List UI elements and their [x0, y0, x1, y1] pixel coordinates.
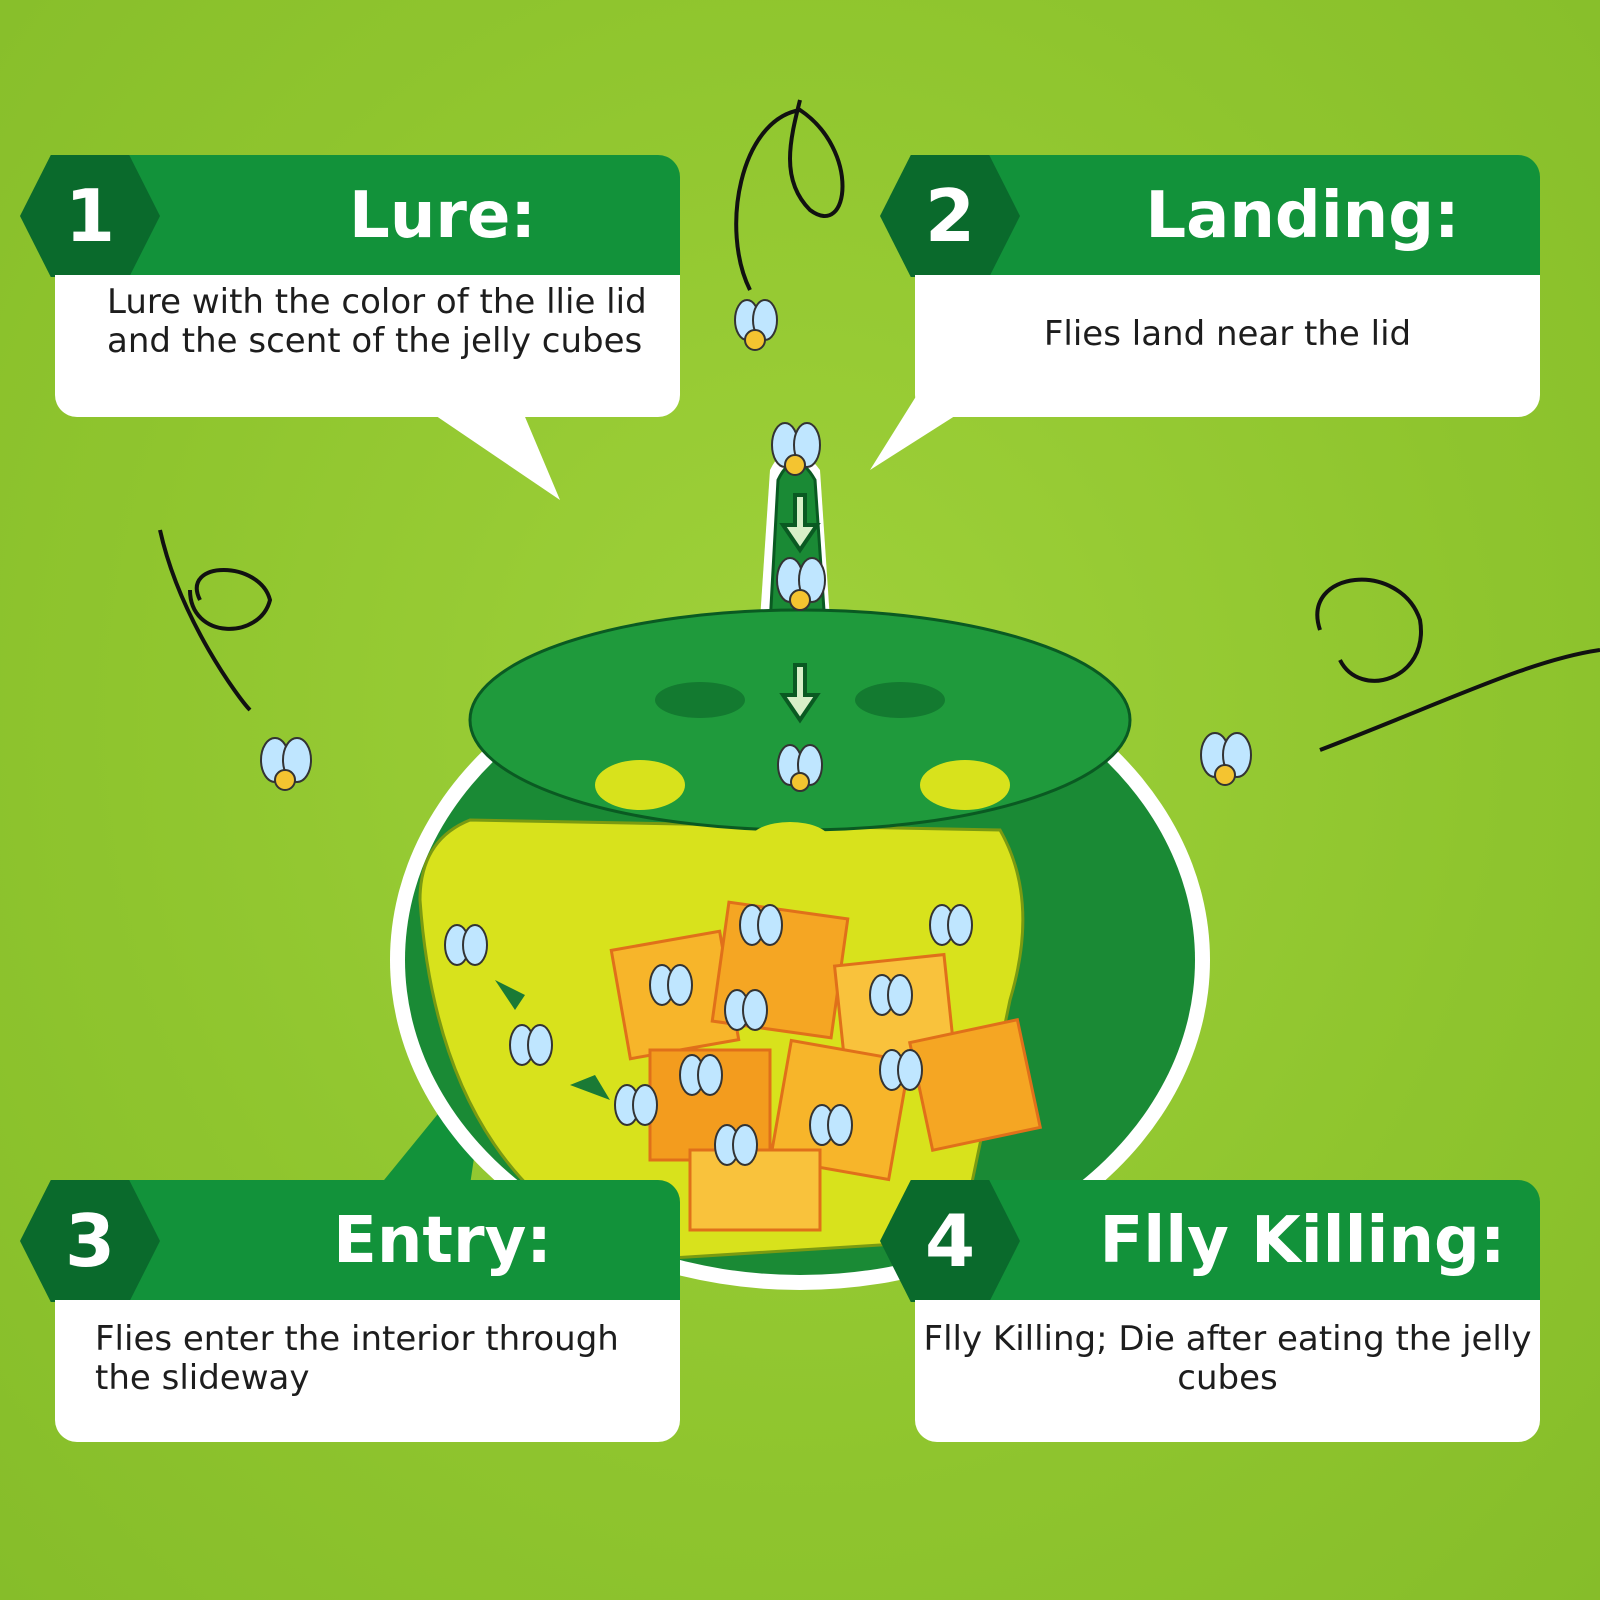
step-number-badge: 3 — [20, 1180, 160, 1302]
fly-icon — [444, 924, 488, 966]
step-title: Landing: — [1145, 179, 1460, 253]
step-description: Flies land near the lid — [1043, 314, 1412, 354]
fly-icon — [809, 1104, 853, 1146]
fly-icon — [1200, 732, 1252, 786]
step-title: Entry: — [333, 1204, 552, 1278]
step-body: Flly Killing; Die after eating the jelly… — [915, 1300, 1540, 1442]
fly-icon — [771, 422, 821, 476]
flight-path — [158, 529, 273, 712]
step-description: Flies enter the interior through the sli… — [95, 1319, 619, 1398]
step-card-lure: 1 Lure: Lure with the color of the llie … — [20, 155, 680, 417]
step-card-landing: 2 Landing: Flies land near the lid — [880, 155, 1540, 417]
fly-icon — [879, 1049, 923, 1091]
step-body: Lure with the color of the llie lid and … — [55, 275, 680, 417]
step-number-badge: 4 — [880, 1180, 1020, 1302]
step-description: Lure with the color of the llie lid and … — [107, 282, 647, 361]
fly-icon — [869, 974, 913, 1016]
flight-path — [734, 99, 845, 291]
fly-icon — [649, 964, 693, 1006]
step-card-fly-killing: 4 Flly Killing: Flly Killing; Die after … — [880, 1180, 1540, 1442]
fly-icon — [739, 904, 783, 946]
step-card-entry: 3 Entry: Flies enter the interior throug… — [20, 1180, 680, 1442]
step-description: Flly Killing; Die after eating the jelly… — [923, 1319, 1532, 1398]
fly-icons — [260, 299, 1252, 1166]
step-number-badge: 2 — [880, 155, 1020, 277]
flight-path — [1315, 577, 1600, 752]
slideway-arrow-icon — [495, 980, 610, 1100]
step-number-badge: 1 — [20, 155, 160, 277]
step-title: Flly Killing: — [1099, 1204, 1506, 1278]
fly-icon — [929, 904, 973, 946]
fly-icon — [724, 989, 768, 1031]
fly-icon — [260, 737, 312, 791]
fly-icon — [776, 557, 826, 611]
fly-icon — [509, 1024, 553, 1066]
fly-icon — [614, 1084, 658, 1126]
fly-icon — [734, 299, 778, 351]
step-body: Flies enter the interior through the sli… — [55, 1300, 680, 1442]
fly-icon — [777, 744, 823, 792]
callout-tail-1 — [420, 405, 560, 500]
step-title: Lure: — [349, 179, 536, 253]
fly-icon — [714, 1124, 758, 1166]
down-arrow-icon — [779, 493, 821, 724]
fly-icon — [679, 1054, 723, 1096]
step-body: Flies land near the lid — [915, 275, 1540, 417]
